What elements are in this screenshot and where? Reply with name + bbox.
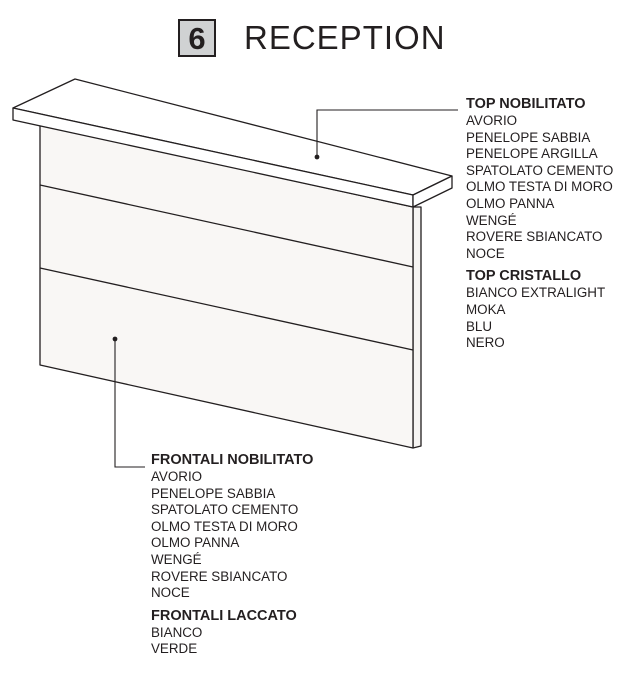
front-nobilitato-list: AVORIO PENELOPE SABBIA SPATOLATO CEMENTO… bbox=[151, 469, 313, 602]
page-header: 6 RECEPTION bbox=[0, 17, 643, 59]
top-cristallo-heading: TOP CRISTALLO bbox=[466, 268, 582, 285]
list-item: WENGÉ bbox=[151, 551, 202, 567]
top-cristallo-list: BIANCO EXTRALIGHT MOKA BLU NERO bbox=[466, 285, 613, 351]
list-item: MOKA bbox=[466, 301, 506, 317]
list-item: VERDE bbox=[151, 641, 198, 657]
list-item: AVORIO bbox=[466, 113, 518, 128]
list-item: PENELOPE SABBIA bbox=[151, 485, 276, 501]
top-materials-legend: TOP NOBILITATO AVORIO PENELOPE SABBIA PE… bbox=[466, 96, 613, 352]
front-callout-line bbox=[114, 339, 145, 468]
list-item: OLMO TESTA DI MORO bbox=[151, 518, 298, 534]
list-item: PENELOPE SABBIA bbox=[466, 129, 591, 145]
top-callout-dot bbox=[314, 154, 320, 160]
front-laccato-heading: FRONTALI LACCATO bbox=[151, 607, 297, 624]
list-item: SPATOLATO CEMENTO bbox=[151, 502, 299, 518]
list-item: WENGÉ bbox=[466, 212, 517, 228]
list-item: NOCE bbox=[151, 585, 190, 601]
front-division-line-lower bbox=[39, 267, 414, 351]
top-nobilitato-list: AVORIO PENELOPE SABBIA PENELOPE ARGILLA … bbox=[466, 113, 613, 262]
list-item: AVORIO bbox=[151, 469, 203, 484]
desk-top-side-edge bbox=[412, 175, 453, 208]
page-title: RECEPTION bbox=[244, 19, 446, 56]
list-item: OLMO TESTA DI MORO bbox=[466, 179, 613, 195]
list-item: NERO bbox=[466, 335, 505, 351]
list-item: BIANCO bbox=[151, 624, 203, 640]
desk-side-panel bbox=[412, 206, 422, 449]
top-callout-line bbox=[316, 109, 458, 157]
list-item: OLMO PANNA bbox=[151, 535, 240, 551]
list-item: NOCE bbox=[466, 245, 505, 261]
list-item: ROVERE SBIANCATO bbox=[151, 568, 288, 584]
section-number: 6 bbox=[188, 20, 206, 56]
top-nobilitato-heading: TOP NOBILITATO bbox=[466, 96, 586, 112]
front-nobilitato-heading: FRONTALI NOBILITATO bbox=[151, 452, 314, 468]
front-materials-legend: FRONTALI NOBILITATO AVORIO PENELOPE SABB… bbox=[151, 452, 313, 658]
list-item: BLU bbox=[466, 318, 493, 334]
list-item: PENELOPE ARGILLA bbox=[466, 146, 598, 162]
list-item: BIANCO EXTRALIGHT bbox=[466, 285, 606, 301]
section-number-badge: 6 bbox=[178, 19, 216, 57]
front-laccato-list: BIANCO VERDE bbox=[151, 625, 313, 658]
front-division-line-upper bbox=[39, 184, 414, 268]
list-item: ROVERE SBIANCATO bbox=[466, 229, 603, 245]
list-item: OLMO PANNA bbox=[466, 195, 555, 211]
front-callout-dot bbox=[112, 336, 118, 342]
list-item: SPATOLATO CEMENTO bbox=[466, 162, 614, 178]
